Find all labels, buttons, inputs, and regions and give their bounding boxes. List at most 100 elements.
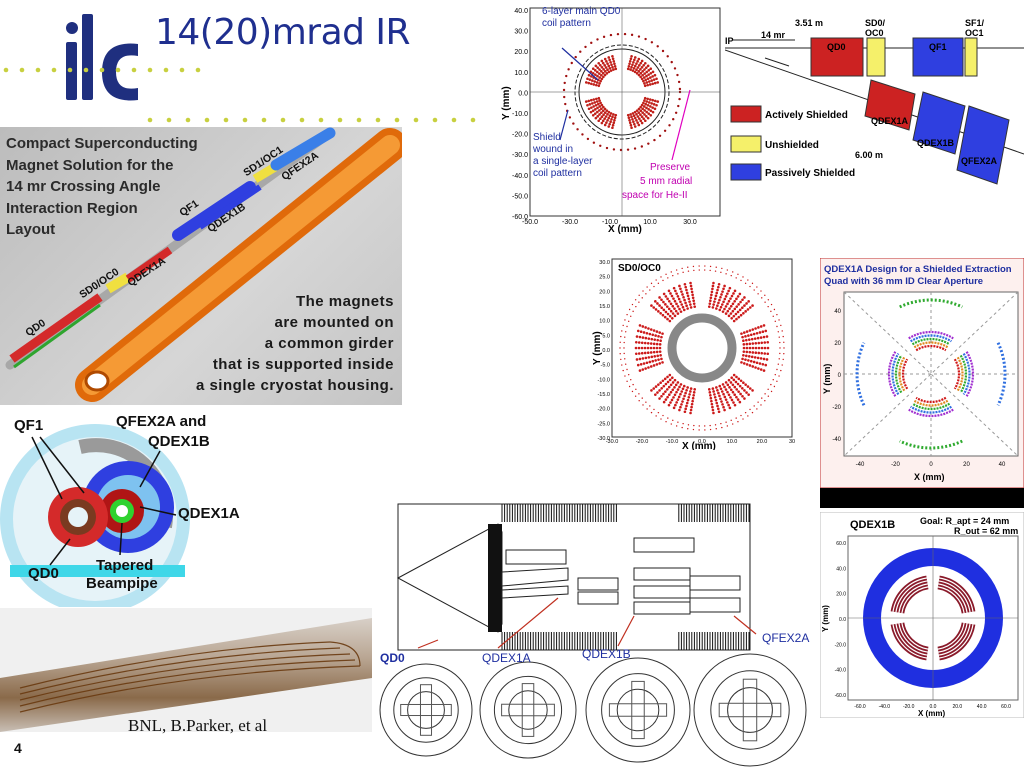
coil-dot [652, 387, 656, 390]
coil-dot [609, 112, 613, 115]
coil-dot [644, 356, 648, 360]
coil-dot [654, 334, 657, 337]
label-qfex2a: QFEX2A and [116, 413, 207, 430]
dot [35, 67, 41, 73]
coil-dot [637, 111, 641, 114]
cad-mid-circle [493, 675, 563, 745]
coil-dot [708, 302, 712, 305]
coil-dot [643, 61, 647, 65]
coil-dot [600, 65, 604, 69]
coil-dot [729, 297, 732, 300]
coil-dot [712, 411, 715, 415]
decorative-dots [3, 67, 476, 123]
coil-dot [600, 121, 604, 125]
qdex1a-title-2: Quad with 36 mm ID Clear Aperture [824, 276, 983, 287]
coil-dot [691, 293, 694, 297]
shield-dot [709, 424, 711, 427]
coil-dot [759, 325, 763, 328]
coil-dot [633, 116, 637, 120]
shield-dot [646, 408, 648, 410]
coil-dot [661, 361, 664, 364]
layout-svg: Actively Shielded Unshielded Passively S… [725, 18, 1024, 185]
qd0-ann-2: coil pattern [542, 18, 591, 29]
qdex1b-title: QDEX1B [850, 519, 895, 531]
coil-dot [729, 388, 733, 392]
coil-dot [635, 62, 638, 65]
shield-dot [720, 271, 722, 274]
coil-dot [751, 328, 755, 331]
shield-dot [673, 67, 677, 70]
coil-dot [602, 75, 605, 79]
shield-dot [764, 393, 766, 395]
shield-dot [638, 400, 640, 402]
coil-dot [712, 390, 715, 393]
coil-dot [729, 312, 733, 315]
coil-dot [637, 346, 641, 350]
coil-dot [649, 351, 653, 354]
coil-dot [634, 346, 638, 350]
coil-dot [761, 330, 765, 333]
coil-dot [679, 310, 683, 313]
shield-dot [678, 87, 682, 91]
coil-dot [713, 395, 717, 399]
shield-dot [749, 285, 751, 288]
coil-dot [728, 406, 732, 410]
qfex2a-block [956, 105, 1010, 185]
coil-dot [747, 338, 751, 341]
coil-dot [724, 398, 728, 401]
shield-dot [675, 269, 678, 271]
coil-dot [604, 66, 608, 69]
coil-dot [599, 79, 602, 83]
shield-dot [779, 352, 781, 355]
coil-dot [647, 69, 651, 72]
girder-note: The magnets are mounted on a common gird… [196, 291, 394, 396]
coil-dot [646, 97, 649, 101]
xtick-label: -30.0 [562, 219, 578, 226]
shield-dot [650, 411, 653, 414]
coil-dot [645, 100, 649, 103]
ytick-label: -10.0 [597, 377, 610, 383]
ytick-label: -25.0 [597, 421, 610, 427]
coil-dot [633, 110, 637, 114]
coil-dot [751, 342, 755, 345]
shield-dot [630, 33, 634, 37]
coil-dot [645, 66, 648, 69]
coil-dot [639, 119, 643, 123]
ytick-label: -15.0 [597, 392, 610, 398]
coil-dot [653, 338, 657, 341]
shield-dot [564, 102, 567, 106]
shield-dot [687, 266, 689, 268]
coil-dot [662, 400, 666, 404]
shield-dot [662, 279, 664, 282]
coil-dot [637, 123, 641, 127]
coil-dot [669, 383, 673, 387]
qd0-xlabel: X (mm) [608, 224, 642, 235]
shield-dot [776, 380, 778, 383]
coil-dot [679, 405, 682, 409]
coil-dot [607, 110, 611, 114]
coil-arc [893, 623, 928, 658]
coil-dot [752, 332, 756, 336]
shield-dot [772, 379, 774, 381]
shield-dot [602, 35, 606, 39]
coil-dot [758, 362, 762, 365]
coil-dot [743, 296, 746, 299]
coil-dot [613, 62, 616, 66]
coil-dot [724, 388, 728, 391]
dot [242, 117, 248, 123]
coil-dot [667, 403, 671, 407]
coil-dot [643, 76, 646, 79]
coil-dot [732, 373, 736, 377]
coil-dot [689, 306, 693, 309]
coil-dot [731, 383, 735, 387]
shield-dot [737, 421, 739, 423]
ytick-label: 0.0 [518, 90, 528, 97]
coil-dot [676, 295, 680, 298]
coil-dot [741, 298, 744, 302]
coil-dot [736, 295, 740, 298]
coil-dot [744, 358, 747, 361]
shield-dot [774, 373, 776, 376]
shield-dot [760, 290, 762, 292]
coil-dot [632, 66, 636, 70]
